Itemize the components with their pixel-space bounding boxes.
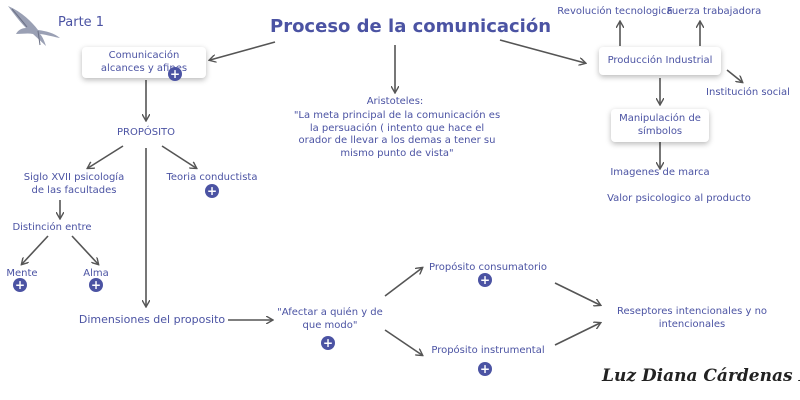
produccion-box[interactable]: Producción Industrial bbox=[599, 47, 721, 75]
arrow-title-to-alcances bbox=[210, 41, 276, 60]
alcances-box[interactable]: Comunicación alcances y afines bbox=[82, 47, 206, 78]
alcances-label: Comunicación alcances y afines bbox=[100, 50, 188, 74]
arrow-distincion-to-mente bbox=[22, 235, 49, 264]
fuerza-label: Fuerza trabajadora bbox=[666, 6, 762, 17]
imagenes-label: Imagenes de marca bbox=[610, 167, 710, 178]
produccion-label: Producción Industrial bbox=[607, 55, 713, 66]
valor-label: Valor psicologico al producto bbox=[607, 193, 751, 204]
arrow-instrumental-to-receptores bbox=[554, 323, 600, 346]
plus-circle-icon[interactable]: + bbox=[89, 278, 103, 292]
instrumental-label: Propósito instrumental bbox=[431, 345, 545, 356]
institucion-label: Institución social bbox=[706, 87, 790, 98]
arrow-proposito-to-siglo bbox=[88, 145, 124, 168]
arrow-title-to-produccion bbox=[499, 39, 585, 63]
arrow-produccion-to-institucion bbox=[726, 69, 742, 82]
plus-circle-icon[interactable]: + bbox=[13, 278, 27, 292]
plus-circle-icon[interactable]: + bbox=[478, 273, 492, 287]
receptores-label: Reseptores intencionales y no intenciona… bbox=[616, 306, 768, 330]
bird-logo-icon bbox=[8, 6, 60, 46]
aristoteles-quote: "La meta principal de la comunicación es… bbox=[293, 110, 501, 159]
plus-circle-icon[interactable]: + bbox=[168, 67, 182, 81]
arrow-consumatorio-to-receptores bbox=[554, 282, 600, 305]
proposito-label: PROPÓSITO bbox=[116, 127, 176, 138]
arrow-afectar-to-consumatorio bbox=[384, 268, 422, 297]
arrow-afectar-to-instrumental bbox=[384, 329, 422, 355]
mente-label: Mente bbox=[6, 268, 38, 279]
plus-circle-icon[interactable]: + bbox=[478, 362, 492, 376]
manipulacion-label: Manipulación de símbolos bbox=[619, 113, 701, 137]
plus-circle-icon[interactable]: + bbox=[205, 184, 219, 198]
page-title: Proceso de la comunicación bbox=[270, 16, 552, 37]
siglo-label: Siglo XVII psicología de las facultades bbox=[23, 172, 125, 196]
alma-label: Alma bbox=[83, 268, 109, 279]
distincion-label: Distinción entre bbox=[12, 222, 92, 233]
consumatorio-label: Propósito consumatorio bbox=[429, 262, 547, 273]
manipulacion-box[interactable]: Manipulación de símbolos bbox=[611, 109, 709, 142]
revolucion-label: Revolución tecnologica bbox=[557, 6, 673, 17]
aristoteles-label: Aristoteles: bbox=[366, 96, 424, 107]
plus-circle-icon[interactable]: + bbox=[321, 336, 335, 350]
teoria-label: Teoria conductista bbox=[166, 172, 258, 183]
part-label: Parte 1 bbox=[58, 15, 105, 30]
arrow-proposito-to-teoria bbox=[161, 145, 196, 168]
dimensiones-label: Dimensiones del proposito bbox=[78, 313, 226, 326]
afectar-label: "Afectar a quién y de que modo" bbox=[277, 307, 383, 331]
author-signature: Luz Diana Cárdenas R. bbox=[602, 366, 800, 386]
arrow-distincion-to-alma bbox=[71, 235, 98, 264]
